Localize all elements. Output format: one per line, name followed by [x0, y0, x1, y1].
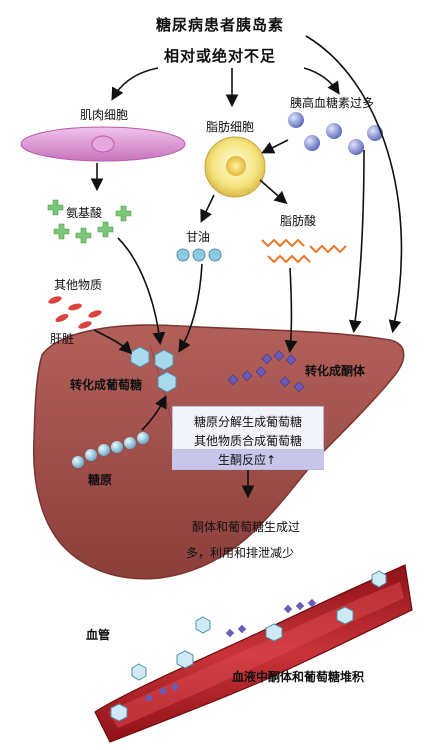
fat-cell-nucleus	[226, 156, 246, 176]
other-substance-molecules	[48, 296, 102, 329]
other-substances-label: 其他物质	[54, 278, 103, 292]
title-line-1: 糖尿病患者胰岛素	[156, 16, 285, 34]
ketone-molecules-liver	[227, 350, 305, 393]
process-line-3: 生酮反应↑	[217, 453, 277, 467]
glucagon-molecules	[288, 112, 383, 155]
fat-cell-label: 脂肪细胞	[206, 120, 255, 134]
flow-arrows	[90, 35, 403, 499]
blood-vessel-lumen	[108, 582, 404, 728]
amino-acid-label: 氨基酸	[66, 206, 103, 220]
muscle-cell-nucleus	[91, 135, 115, 153]
glycogen-chain	[72, 432, 149, 468]
glucose-molecules-vessel	[110, 570, 387, 722]
glycerol-label: 甘油	[186, 230, 211, 244]
title-line-2: 相对或绝对不足	[164, 47, 277, 65]
blood-vessel-label: 血管	[86, 628, 111, 642]
fatty-acid-molecules	[261, 238, 347, 264]
glucagon-excess-label: 胰高血糖素过多	[290, 96, 375, 110]
to-glucose-label: 转化成葡萄糖	[70, 378, 143, 392]
process-highlight-bar: 生酮反应↑	[172, 449, 324, 469]
process-line-1: 糖原分解生成葡萄糖	[193, 415, 302, 429]
glucose-molecules-liver	[130, 346, 177, 393]
liver-label: 肝脏	[50, 332, 75, 346]
amino-acid-molecules	[47, 199, 132, 244]
outcome-line-1: 酮体和葡萄糖生成过	[192, 520, 301, 534]
glycogen-label: 糖原	[88, 473, 113, 487]
outcome-line-2: 多，利用和排泄减少	[186, 546, 295, 560]
glycerol-molecules	[176, 248, 222, 262]
fatty-acid-label: 脂肪酸	[280, 214, 317, 228]
muscle-cell-label: 肌肉细胞	[80, 108, 129, 122]
blood-accumulation-label: 血液中酮体和葡萄糖堆积	[232, 670, 365, 684]
to-ketone-label: 转化成酮体	[305, 364, 366, 378]
process-line-2: 其他物质合成葡萄糖	[193, 434, 302, 448]
